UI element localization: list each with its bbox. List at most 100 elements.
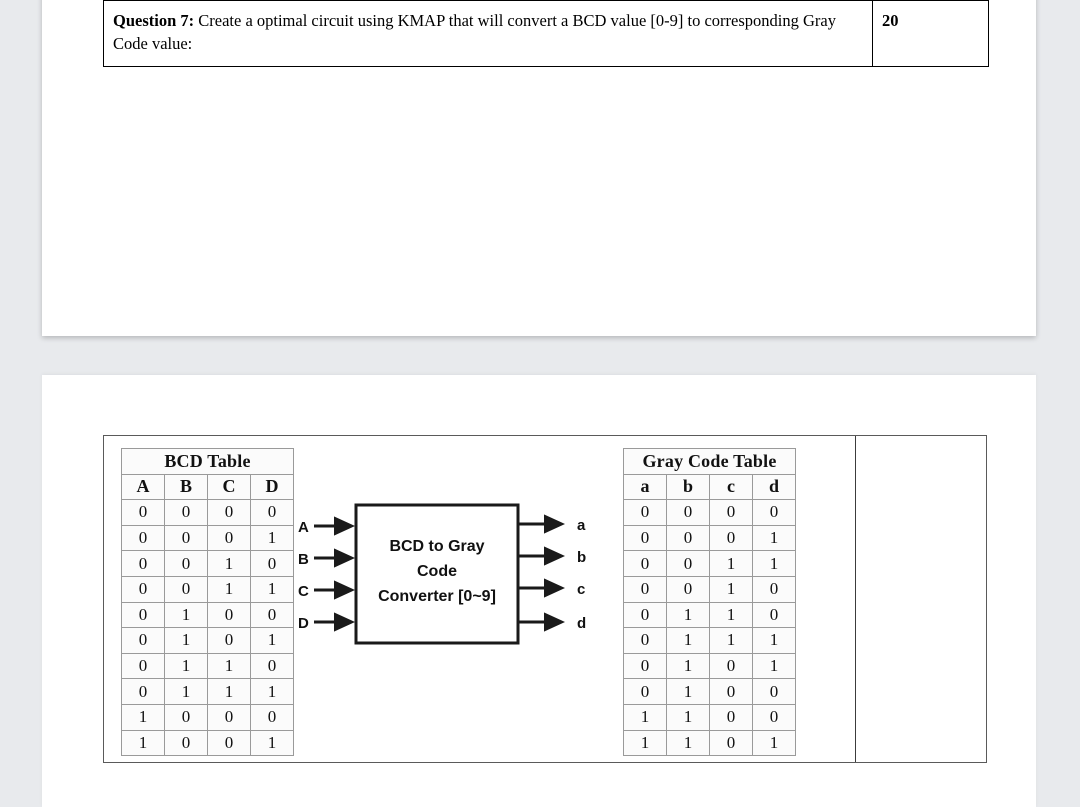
table-row: 1 0 0 1 [121, 729, 294, 757]
bcd-cell: 0 [207, 627, 251, 654]
gray-cell: 1 [666, 729, 710, 757]
table-row: 0 1 1 0 [121, 652, 294, 680]
input-label-C: C [298, 583, 309, 600]
bcd-column-header: B [164, 473, 208, 501]
gray-cell: 0 [623, 550, 667, 577]
table-row: 1 1 0 1 [623, 729, 796, 757]
document-page-2: BCD Table A B C D 0 0 0 0 [42, 375, 1036, 807]
gray-column-header: d [752, 473, 796, 501]
table-row: 0 1 0 1 [121, 627, 294, 654]
bcd-cell: 0 [250, 703, 294, 731]
bcd-cell: 1 [250, 524, 294, 552]
table-row: Gray Code Table [623, 448, 796, 475]
gray-cell: 0 [709, 703, 753, 731]
table-row: 0 0 0 0 [121, 499, 294, 526]
bcd-cell: 1 [121, 703, 165, 731]
gray-table-body: 0 0 0 0 0 0 0 1 0 0 1 1 [623, 499, 796, 757]
bcd-cell: 0 [250, 499, 294, 526]
gray-cell: 1 [666, 652, 710, 680]
bcd-cell: 1 [164, 678, 208, 705]
bcd-cell: 0 [250, 652, 294, 680]
gray-cell: 0 [623, 652, 667, 680]
table-row: a b c d [623, 473, 796, 501]
converter-label-line2: Code [417, 563, 457, 580]
table-row: 0 1 1 1 [623, 627, 796, 654]
bcd-cell: 0 [164, 524, 208, 552]
gray-cell: 1 [666, 601, 710, 629]
gray-column-header: c [709, 473, 753, 501]
gray-cell: 0 [709, 652, 753, 680]
bcd-cell: 0 [164, 729, 208, 757]
input-label-B: B [298, 551, 309, 568]
gray-cell: 0 [709, 499, 753, 526]
bcd-cell: 0 [121, 678, 165, 705]
gray-cell: 1 [752, 524, 796, 552]
gray-cell: 1 [666, 703, 710, 731]
bcd-cell: 0 [121, 550, 165, 577]
gray-column-header: a [623, 473, 667, 501]
output-label-c: c [577, 581, 585, 598]
bcd-cell: 0 [164, 703, 208, 731]
bcd-column-header: A [121, 473, 165, 501]
bcd-cell: 1 [250, 575, 294, 603]
table-row: 0 1 0 1 [623, 652, 796, 680]
bcd-cell: 1 [164, 627, 208, 654]
gray-column-header: b [666, 473, 710, 501]
question-marks-cell: 20 [872, 0, 989, 67]
question-text: Create a optimal circuit using KMAP that… [113, 11, 836, 54]
bcd-cell: 0 [121, 575, 165, 603]
gray-cell: 1 [752, 652, 796, 680]
gray-cell: 1 [623, 703, 667, 731]
gray-cell: 0 [666, 550, 710, 577]
bcd-cell: 0 [121, 499, 165, 526]
output-label-b: b [577, 549, 586, 566]
gray-cell: 1 [666, 678, 710, 705]
bcd-cell: 0 [207, 729, 251, 757]
bcd-cell: 0 [250, 550, 294, 577]
gray-table-title: Gray Code Table [623, 448, 796, 475]
gray-cell: 0 [709, 729, 753, 757]
bcd-cell: 1 [250, 678, 294, 705]
bcd-to-gray-block-diagram: A B C D a b c d BCD to Gray Code Convert… [294, 491, 614, 701]
gray-cell: 1 [709, 627, 753, 654]
output-label-a: a [577, 517, 586, 534]
gray-cell: 0 [709, 678, 753, 705]
gray-cell: 0 [666, 524, 710, 552]
bcd-cell: 0 [207, 601, 251, 629]
table-row: Question 7: Create a optimal circuit usi… [103, 0, 989, 67]
gray-cell: 1 [623, 729, 667, 757]
gray-cell: 0 [623, 601, 667, 629]
bcd-cell: 0 [121, 627, 165, 654]
bcd-cell: 0 [250, 601, 294, 629]
gray-cell: 1 [709, 575, 753, 603]
gray-code-truth-table: Gray Code Table a b c d 0 0 0 0 [623, 448, 796, 757]
table-row: 1 0 0 0 [121, 703, 294, 731]
gray-cell: 0 [623, 499, 667, 526]
bcd-cell: 0 [164, 550, 208, 577]
table-row: 0 1 0 0 [121, 601, 294, 629]
gray-cell: 1 [709, 601, 753, 629]
gray-cell: 0 [752, 575, 796, 603]
bcd-cell: 1 [121, 729, 165, 757]
bcd-cell: 0 [164, 499, 208, 526]
gray-cell: 0 [752, 601, 796, 629]
gray-cell: 0 [623, 627, 667, 654]
question-cell: Question 7: Create a optimal circuit usi… [103, 0, 873, 67]
table-row: 0 0 1 1 [121, 575, 294, 603]
gray-cell: 1 [752, 550, 796, 577]
bcd-cell: 0 [164, 575, 208, 603]
bcd-column-header: D [250, 473, 294, 501]
converter-box [354, 503, 520, 645]
input-label-A: A [298, 519, 309, 536]
bcd-cell: 0 [121, 652, 165, 680]
bcd-cell: 0 [121, 524, 165, 552]
gray-cell: 0 [623, 575, 667, 603]
bcd-table-body: 0 0 0 0 0 0 0 1 0 0 1 0 [121, 499, 294, 757]
table-row: BCD Table [121, 448, 294, 475]
gray-cell: 0 [752, 678, 796, 705]
converter-label-line3: Converter [0~9] [378, 588, 496, 605]
bcd-cell: 0 [207, 703, 251, 731]
gray-cell: 0 [666, 499, 710, 526]
table-row: 0 1 1 1 [121, 678, 294, 705]
table-row: 0 0 1 1 [623, 550, 796, 577]
